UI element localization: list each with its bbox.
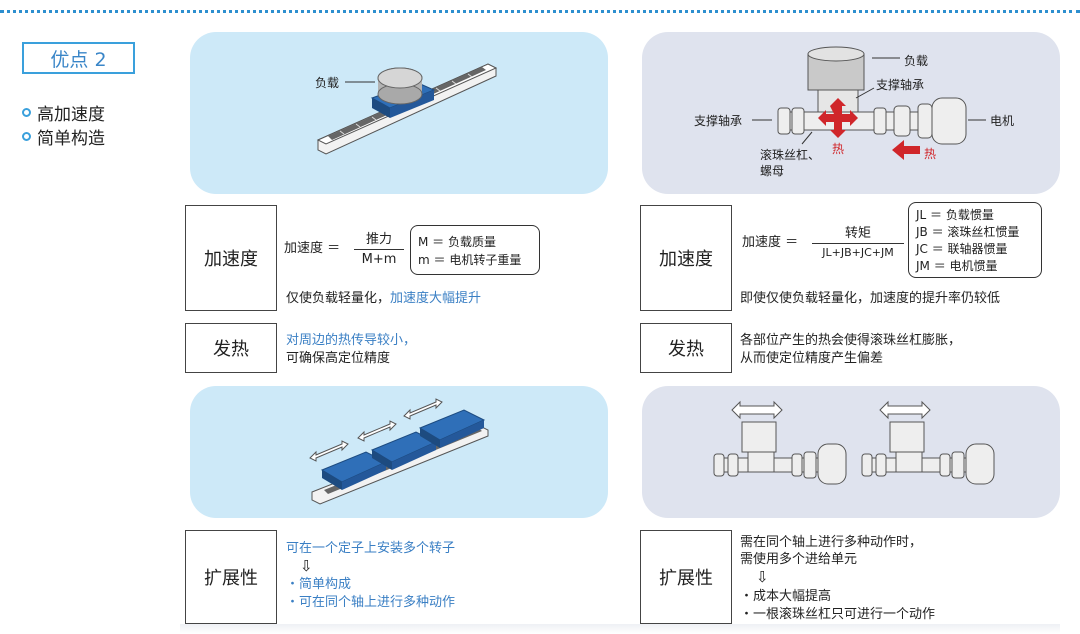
rb-def-C: JC ＝ 联轴器惯量 (916, 242, 1008, 256)
multi-slider-drawing (309, 398, 489, 505)
linear-motor-drawing (316, 63, 498, 155)
rb-heat-1: 热 (832, 142, 845, 156)
linear-motor-illustration: 负载 (190, 32, 608, 194)
multi-slider-illustration (190, 386, 608, 518)
expand-label: 扩展性 (185, 530, 277, 624)
ball-screw-illustration: 负载 支撑轴承 支撑轴承 电机 滚珠丝杠、 螺母 热 热 (642, 32, 1060, 194)
point-item: 高加速度 (22, 100, 105, 125)
expand-arrow: ⇩ (300, 557, 313, 575)
accel-label: 加速度 (185, 205, 277, 311)
rb-expand-line-2: 需使用多个进给单元 (740, 552, 858, 567)
rb-accel-fraction: 转矩 JL+JB+JC+JM (812, 222, 904, 259)
fraction-denominator: M+m (361, 252, 397, 267)
rb-screw-2: 螺母 (760, 164, 785, 178)
rb-fraction-bar (812, 243, 904, 244)
point-label: 高加速度 (37, 104, 105, 125)
rb-screw-1: 滚珠丝杠、 (760, 148, 821, 162)
advantage-points: 高加速度 简单构造 (22, 100, 105, 149)
rb-expand-line-1: 需在同个轴上进行多种动作时， (740, 535, 923, 550)
rb-def-L: JL ＝ 负载惯量 (916, 208, 994, 222)
rb-accel-label: 加速度 (640, 205, 732, 311)
dotted-divider (0, 10, 1080, 14)
rb-expand-label: 扩展性 (640, 530, 732, 624)
rb-heat-line-2: 从而使定位精度产生偏差 (740, 351, 884, 366)
heat-line-1: 对周边的热传导较小， (286, 333, 417, 348)
rb-load-label: 负载 (904, 54, 929, 68)
rb-def-M: JM ＝ 电机惯量 (916, 259, 998, 273)
expand-item-1: ・简单构成 (286, 577, 352, 592)
load-label: 负载 (315, 76, 340, 90)
expand-item-2: ・可在同个轴上进行多种动作 (286, 595, 456, 610)
expand-line-1: 可在一个定子上安装多个转子 (286, 541, 456, 556)
def-M: M ＝ 负载质量 (418, 235, 496, 249)
bullet-icon (22, 131, 31, 141)
multi-screw-illustration (642, 386, 1060, 518)
heat-label: 发热 (185, 323, 277, 373)
bottom-shadow (180, 624, 1060, 634)
accel-note-prefix: 仅使负载轻量化， (286, 291, 391, 306)
advantage-badge: 优点 2 (22, 42, 135, 74)
rb-expand-arrow: ⇩ (756, 568, 769, 586)
definition-brace (410, 225, 540, 275)
ball-screw-drawing (752, 46, 986, 160)
rb-accel-formula-lhs: 加速度 ＝ (742, 235, 799, 250)
fraction-numerator: 推力 (365, 232, 392, 247)
rb-motor: 电机 (990, 114, 1015, 128)
accel-fraction: 推力 M+m (354, 228, 404, 267)
rb-definition-brace (908, 202, 1042, 278)
rb-heat-label: 发热 (640, 323, 732, 373)
accel-formula-lhs: 加速度 ＝ (284, 241, 341, 256)
accel-note: 仅使负载轻量化，加速度大幅提升 (286, 290, 481, 308)
bullet-icon (22, 107, 31, 117)
rb-fraction-denominator: JL+JB+JC+JM (822, 246, 894, 259)
rb-bearing-left: 支撑轴承 (694, 114, 743, 128)
def-m: m ＝ 电机转子重量 (418, 253, 522, 267)
rb-expand-item-2: ・一根滚珠丝杠只可进行一个动作 (740, 607, 936, 622)
rb-accel-note: 即使仅使负载轻量化，加速度的提升率仍较低 (740, 291, 1001, 306)
rb-heat-2: 热 (924, 147, 937, 161)
point-item: 简单构造 (22, 124, 105, 149)
rb-def-B: JB ＝ 滚珠丝杠惯量 (916, 225, 1020, 239)
rb-heat-line-1: 各部位产生的热会使得滚珠丝杠膨胀， (740, 333, 962, 348)
multi-screw-drawing (713, 400, 995, 485)
rb-expand-item-1: ・成本大幅提高 (740, 589, 832, 604)
fraction-bar (354, 249, 404, 250)
rb-fraction-numerator: 转矩 (844, 226, 871, 241)
accel-note-highlight: 加速度大幅提升 (390, 291, 482, 306)
point-label: 简单构造 (37, 128, 105, 149)
rb-bearing-top: 支撑轴承 (876, 78, 925, 92)
heat-line-2: 可确保高定位精度 (286, 351, 391, 366)
